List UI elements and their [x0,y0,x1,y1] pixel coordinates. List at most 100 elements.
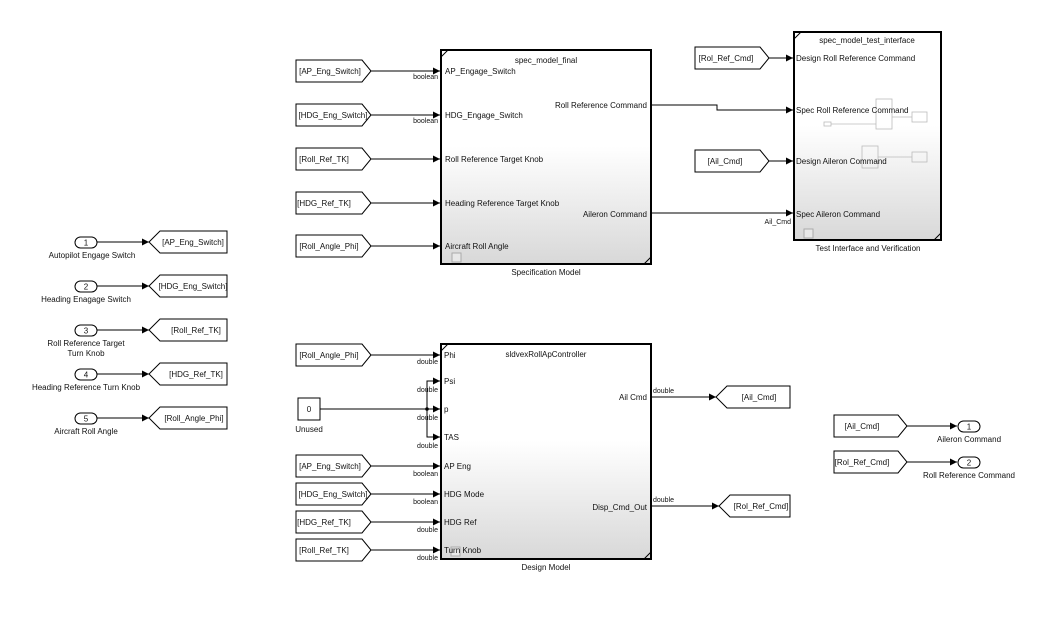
goto-tag: [Ail_Cmd] [742,393,777,402]
port-label: Psi [444,377,455,386]
inport-3-label-line1: Roll Reference Target [47,339,125,348]
block-corner-marks [440,49,652,265]
from-hdg-ref-tk[interactable] [295,191,372,215]
inport-2-label: Heading Enagage Switch [41,295,131,304]
port-label: Turn Knob [444,546,482,555]
goto-ap-eng-switch[interactable] [148,230,228,254]
outport-1-label: Aileron Command [937,435,1001,444]
from-tag: [HDG_Ref_TK] [297,199,351,208]
port-label: HDG_Engage_Switch [445,111,523,120]
from-hdg-ref-tk[interactable] [295,510,372,534]
signal-type-label: boolean [413,471,438,478]
signal-type-label: double [417,387,438,394]
signal-name-label: Ail_Cmd [765,219,792,226]
port-label: AP_Engage_Switch [445,67,516,76]
from-tag: [Roll_Ref_TK] [299,155,349,164]
goto-roll-ref-tk[interactable] [148,318,228,342]
goto-rol-ref-cmd[interactable] [718,494,791,518]
block-title: spec_model_final [515,56,577,65]
from-tag: [HDG_Eng_Switch] [299,490,368,499]
outport-2[interactable] [957,456,981,469]
signal-branch-line[interactable] [426,377,440,409]
block-caption: Specification Model [511,268,581,277]
goto-hdg-ref-tk[interactable] [148,362,228,386]
spec-model-test-interface-block[interactable] [793,31,942,241]
port-label: Spec Aileron Command [796,210,880,219]
from-ap-eng-switch[interactable] [295,454,372,478]
port-label: Roll Reference Command [555,101,647,110]
port-label: Roll Reference Target Knob [445,155,544,164]
signal-type-label: double [417,555,438,562]
signal-type-label: double [417,443,438,450]
port-label: Phi [444,351,456,360]
from-rol-ref-cmd[interactable] [833,450,908,474]
inport-4-label: Heading Reference Turn Knob [32,383,141,392]
goto-ail-cmd[interactable] [715,385,791,409]
from-tag: [Ail_Cmd] [708,157,743,166]
from-ail-cmd[interactable] [694,149,770,173]
from-tag: [AP_Eng_Switch] [299,462,361,471]
signal-type-label: boolean [413,74,438,81]
outport-1[interactable] [957,420,981,433]
from-hdg-eng-switch[interactable] [295,482,372,506]
goto-tag: [Rol_Ref_Cmd] [734,502,789,511]
signal-type-label: double [417,359,438,366]
from-tag: [HDG_Eng_Switch] [299,111,368,120]
port-label: Disp_Cmd_Out [592,503,647,512]
from-tag: [Roll_Ref_TK] [299,546,349,555]
goto-tag: [HDG_Ref_TK] [169,370,223,379]
goto-roll-angle-phi[interactable] [148,406,228,430]
block-title: spec_model_test_interface [819,36,915,45]
internal-preview [823,98,928,169]
design-model-section: [Roll_Angle_Phi] double 0 Unused double … [295,343,791,572]
goto-tag: [Roll_Angle_Phi] [164,414,223,423]
signal-line[interactable] [651,104,793,114]
from-tag: [Roll_Angle_Phi] [299,351,358,360]
from-tag: [Rol_Ref_Cmd] [835,458,890,467]
goto-tag: [HDG_Eng_Switch] [159,282,228,291]
block-corner-marks [793,31,942,241]
block-title: sldvexRollApController [506,350,587,359]
from-tag: [AP_Eng_Switch] [299,67,361,76]
model-reference-icon [803,228,814,239]
test-interface-section: [Rol_Ref_Cmd] [Ail_Cmd] spec_model_test_… [694,31,942,253]
from-tag: [HDG_Ref_TK] [297,518,351,527]
model-reference-icon [451,252,462,263]
goto-tag: [AP_Eng_Switch] [162,238,224,247]
outport-1-number: 1 [967,423,972,432]
branch-point [425,407,429,411]
inport-group: 1 Autopilot Engage Switch [AP_Eng_Switch… [32,230,228,436]
port-label: Design Roll Reference Command [796,54,915,63]
constant-label: Unused [295,425,323,434]
signal-type-label: boolean [413,499,438,506]
signal-type-label: boolean [413,118,438,125]
inport-5-number: 5 [84,415,89,424]
spec-model-final-block[interactable] [440,49,652,265]
model-reference-icon [450,546,461,557]
from-roll-angle-phi[interactable] [295,234,372,258]
sldvex-roll-ap-controller-block[interactable] [440,343,652,560]
from-tag: [Roll_Angle_Phi] [299,242,358,251]
signal-type-label: double [417,415,438,422]
signal-branch-line[interactable] [426,409,440,441]
port-label: Aileron Command [583,210,647,219]
outport-2-label: Roll Reference Command [923,471,1015,480]
port-label: Aircraft Roll Angle [445,242,509,251]
block-corner-marks [440,343,652,560]
inport-2-number: 2 [84,283,89,292]
from-roll-ref-tk[interactable] [295,538,372,562]
from-ap-eng-switch[interactable] [295,59,372,83]
from-roll-angle-phi[interactable] [295,343,372,367]
from-roll-ref-tk[interactable] [295,147,372,171]
constant-value: 0 [307,405,312,414]
goto-hdg-eng-switch[interactable] [148,274,228,298]
from-hdg-eng-switch[interactable] [295,103,372,127]
from-tag: [Rol_Ref_Cmd] [699,54,754,63]
inport-3-label-line2: Turn Knob [67,349,105,358]
from-rol-ref-cmd[interactable] [694,46,770,70]
inport-3-number: 3 [84,327,89,336]
from-ail-cmd[interactable] [833,414,908,438]
inport-4-number: 4 [84,371,89,380]
outport-group: [Ail_Cmd] 1 Aileron Command [Rol_Ref_Cmd… [833,414,1015,480]
